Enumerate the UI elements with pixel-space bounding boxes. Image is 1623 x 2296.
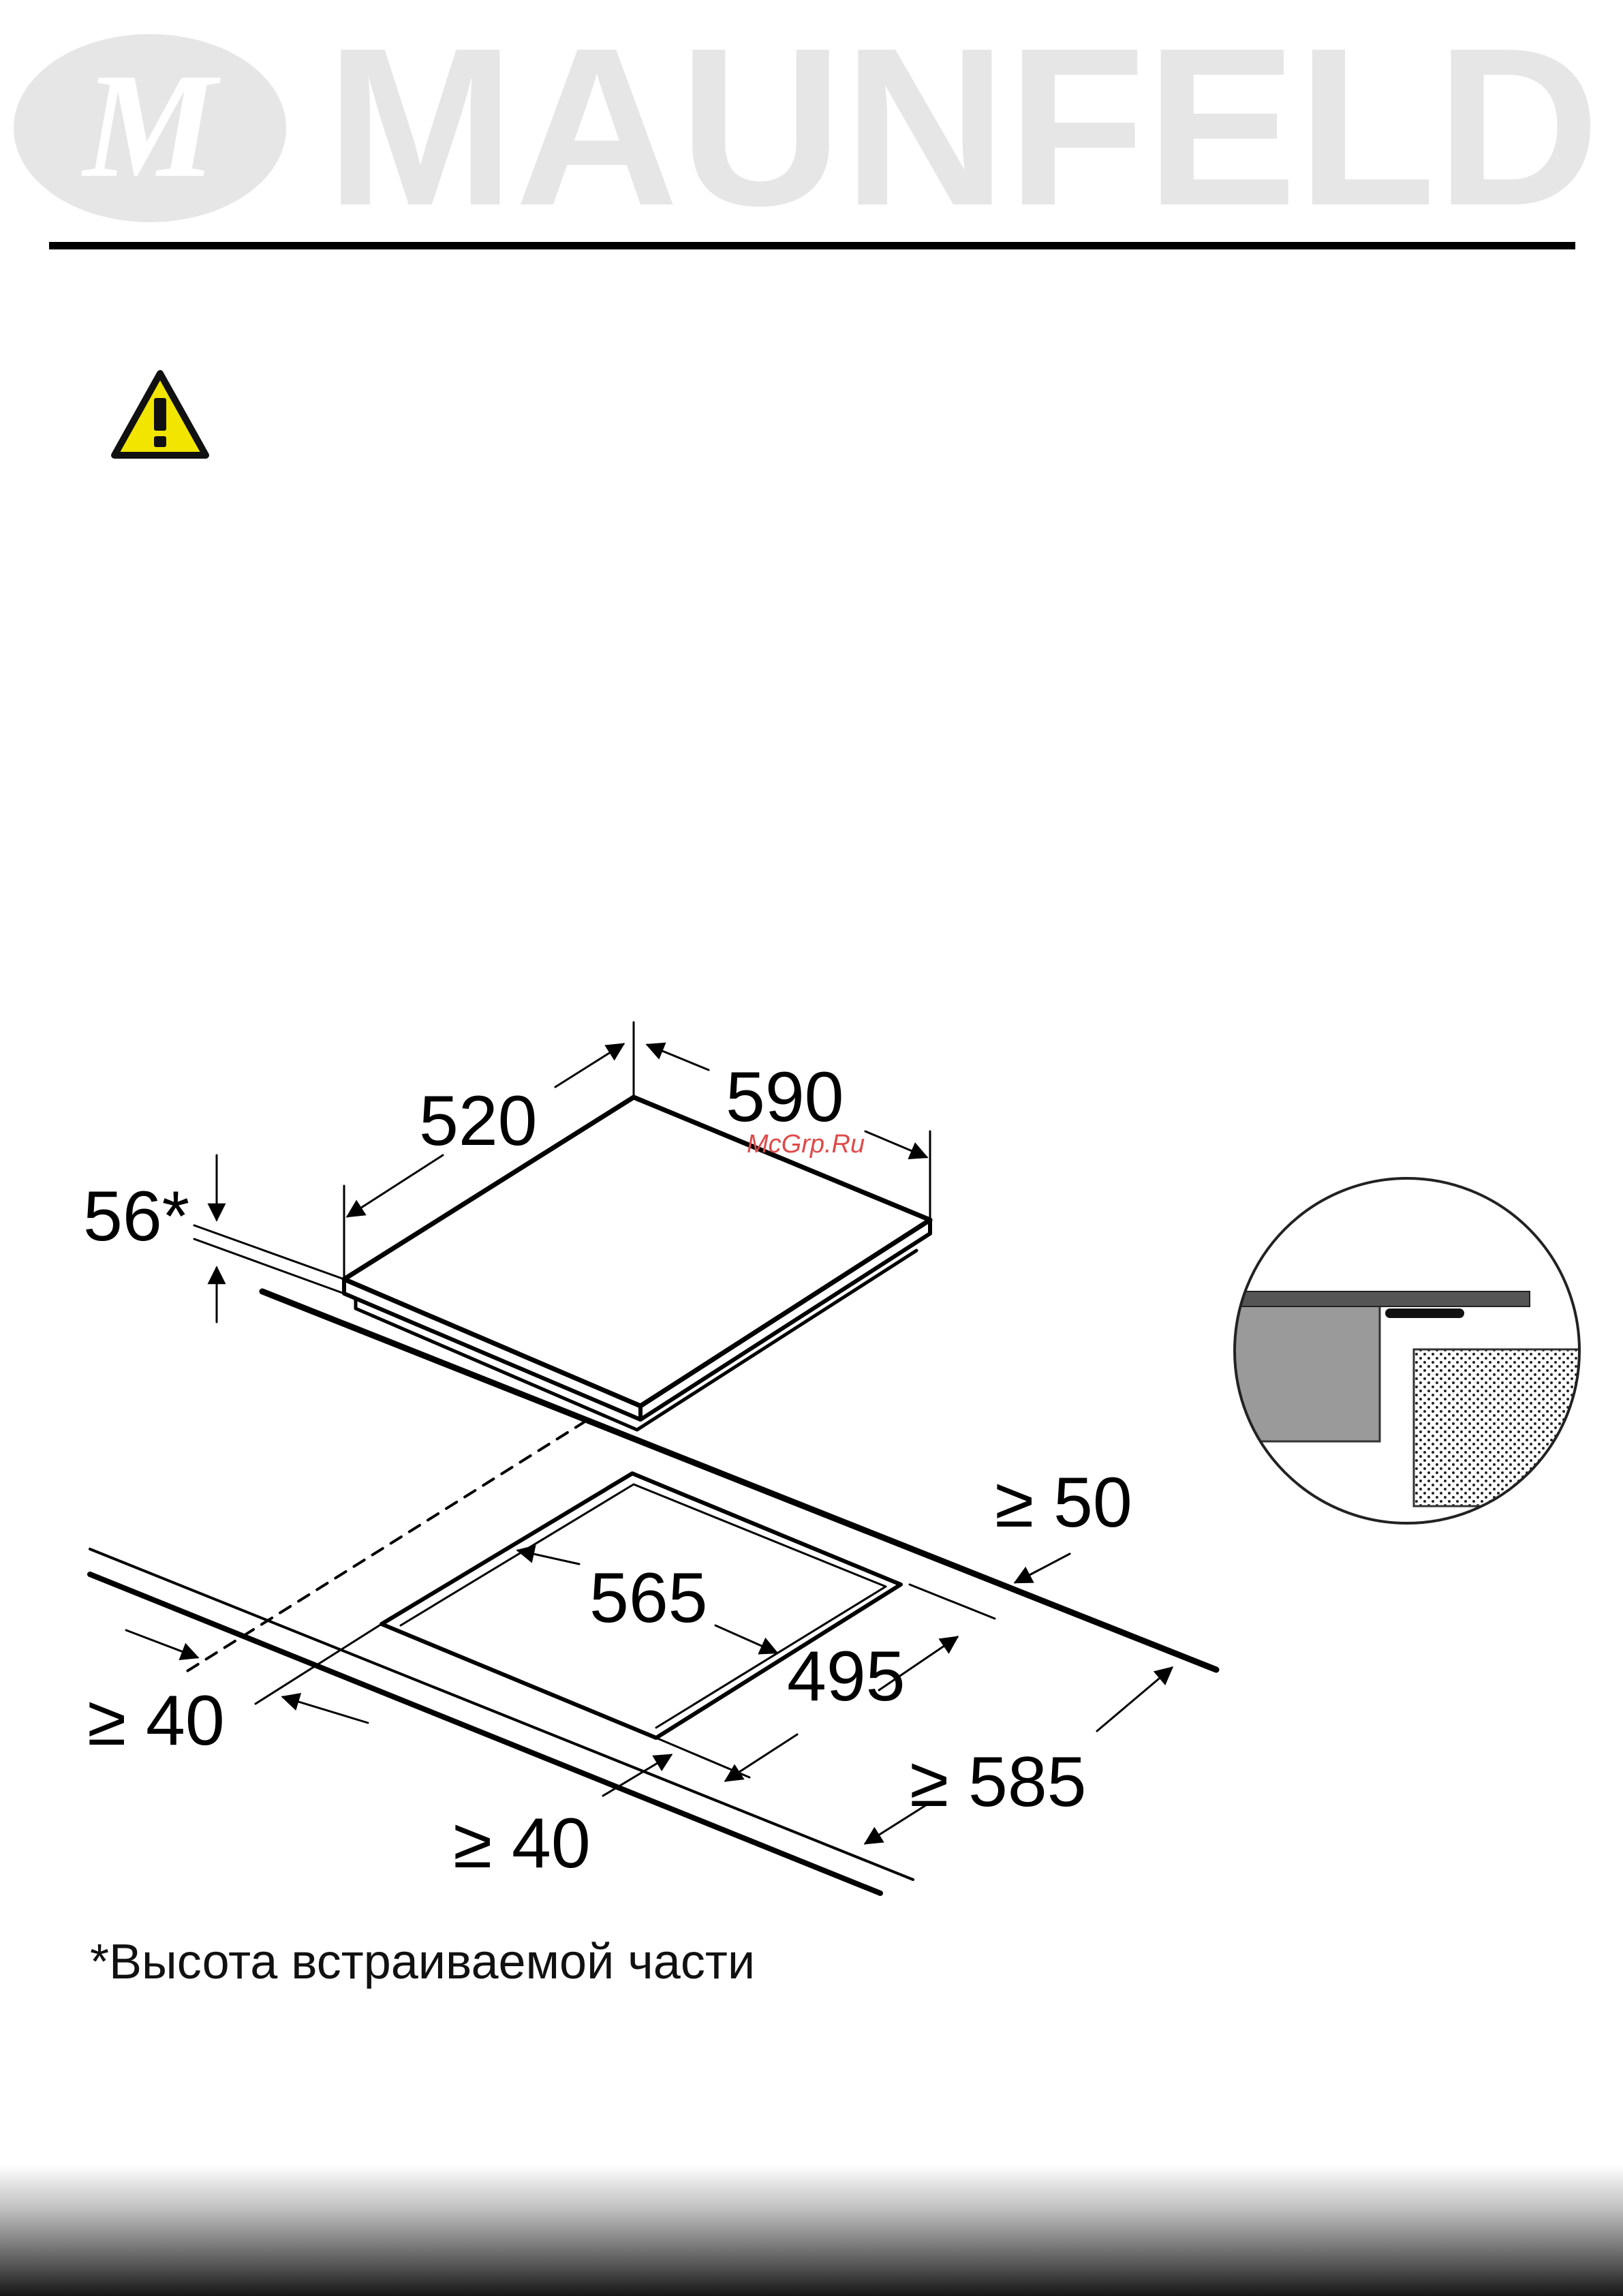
dim-left-clearance: ≥ 40 [87,1681,225,1760]
logo-monogram: M [81,42,221,209]
dim-rear-clearance: ≥ 50 [995,1463,1132,1542]
dim-565: 565 [589,1559,708,1638]
installation-diagram: 520 590 56* ≥ 50 565 495 ≥ 585 ≥ 40 ≥ 40 [0,981,1240,1908]
footnote: *Высота встраиваемой части [90,1934,755,1990]
dim-56: 56* [83,1177,189,1256]
footer-bar [0,2164,1623,2296]
logo-wordmark: MAUNFELD [326,1,1600,232]
dim-495: 495 [787,1637,906,1716]
dim-520: 520 [419,1082,538,1161]
mounting-detail [1226,1172,1594,1527]
dim-590: 590 [726,1058,844,1137]
warning-triangle-icon [109,368,211,463]
counter-side-dashed [184,1421,586,1673]
header-rule [49,242,1575,249]
watermark: McGrp.Ru [747,1130,865,1159]
maunfeld-logo: M MAUNFELD [0,0,1623,232]
dim-counter-depth: ≥ 585 [910,1743,1087,1822]
hob-thickness [344,1220,930,1420]
dim-front-clearance: ≥ 40 [453,1804,591,1883]
